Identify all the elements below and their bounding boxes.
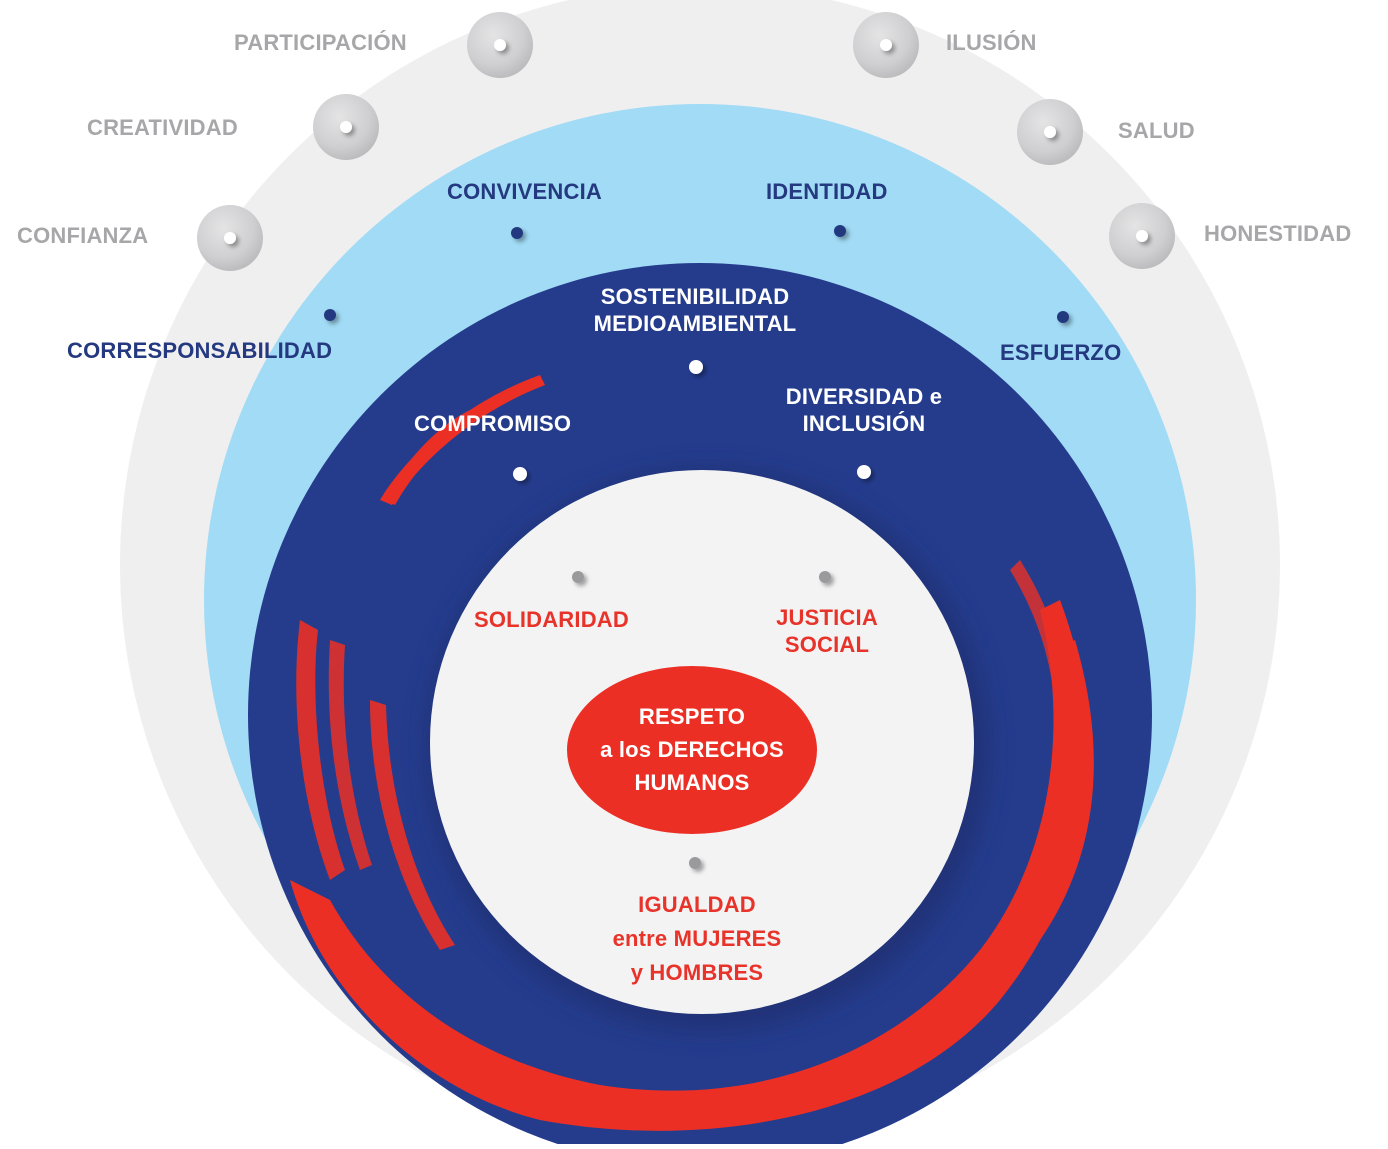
sostenibilidad-label: SOSTENIBILIDAD MEDIOAMBIENTAL xyxy=(560,283,830,337)
outer-value-markers xyxy=(197,12,1175,271)
ilusion-label: ILUSIÓN xyxy=(946,30,1037,55)
compromiso-label: COMPROMISO xyxy=(414,411,572,436)
igualdad-label-line2: entre MUJERES xyxy=(612,926,782,951)
salud-marker-icon xyxy=(1017,99,1083,165)
sostenibilidad-dot-icon xyxy=(689,360,703,374)
identidad-dot-icon xyxy=(834,225,846,237)
navy-ring-markers xyxy=(513,360,871,481)
blue-ring-markers xyxy=(324,225,1069,323)
corresponsabilidad-label: CORRESPONSABILIDAD xyxy=(67,338,333,363)
sostenibilidad-label-line1: SOSTENIBILIDAD xyxy=(600,284,790,309)
confianza-label: CONFIANZA xyxy=(17,223,149,248)
justicia-label-line1: JUSTICIA xyxy=(776,605,878,630)
justicia-label-line2: SOCIAL xyxy=(784,632,870,657)
core-markers xyxy=(572,571,831,869)
igualdad-dot-icon xyxy=(689,857,701,869)
center-ellipse xyxy=(567,666,817,834)
salud-label: SALUD xyxy=(1118,118,1195,143)
participacion-marker-icon xyxy=(467,12,533,78)
confianza-marker-icon xyxy=(197,205,263,271)
compromiso-dot-icon xyxy=(513,467,527,481)
center-label-line3: HUMANOS xyxy=(634,770,750,795)
convivencia-dot-icon xyxy=(511,227,523,239)
center-label-line2: a los DERECHOS xyxy=(600,737,784,762)
diversidad-label-line2: INCLUSIÓN xyxy=(802,411,926,436)
center-label-line1: RESPETO xyxy=(638,704,746,729)
red-brush-swirl xyxy=(290,375,1094,1131)
justicia-dot-icon xyxy=(819,571,831,583)
honestidad-label: HONESTIDAD xyxy=(1204,221,1352,246)
honestidad-marker-icon xyxy=(1109,203,1175,269)
diversidad-label-line1: DIVERSIDAD e xyxy=(785,384,943,409)
identidad-label: IDENTIDAD xyxy=(766,179,888,204)
diversidad-dot-icon xyxy=(857,465,871,479)
center-label: RESPETO a los DERECHOS HUMANOS xyxy=(557,700,827,799)
igualdad-label-line1: IGUALDAD xyxy=(638,892,756,917)
diversidad-label: DIVERSIDAD e INCLUSIÓN xyxy=(754,383,974,437)
justicia-label: JUSTICIA SOCIAL xyxy=(747,604,907,658)
participacion-label: PARTICIPACIÓN xyxy=(234,30,407,55)
ilusion-marker-icon xyxy=(853,12,919,78)
solidaridad-dot-icon xyxy=(572,571,584,583)
solidaridad-label: SOLIDARIDAD xyxy=(474,607,629,632)
sostenibilidad-label-line2: MEDIOAMBIENTAL xyxy=(593,311,797,336)
convivencia-label: CONVIVENCIA xyxy=(447,179,602,204)
creatividad-label: CREATIVIDAD xyxy=(87,115,238,140)
esfuerzo-label: ESFUERZO xyxy=(1000,340,1122,365)
creatividad-marker-icon xyxy=(313,94,379,160)
corresponsabilidad-dot-icon xyxy=(324,309,336,321)
igualdad-label-line3: y HOMBRES xyxy=(630,960,764,985)
igualdad-label: IGUALDAD entre MUJERES y HOMBRES xyxy=(567,888,827,990)
esfuerzo-dot-icon xyxy=(1057,311,1069,323)
